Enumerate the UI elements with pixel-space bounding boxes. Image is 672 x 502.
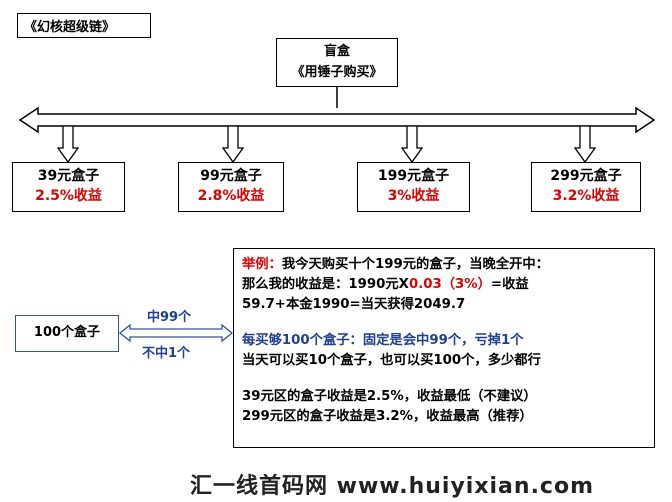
- hit-label: 中99个: [147, 310, 192, 325]
- example-line-3: 59.7+本金1990=当天获得2049.7: [242, 297, 466, 312]
- rate-note-low: 39元区的盒子收益是2.5%，收益最低（不建议）: [242, 389, 537, 404]
- tier-box-3: 199元盒子 3%收益: [357, 162, 470, 212]
- down-arrow-tier-4: [573, 125, 597, 164]
- example-line-2: 那么我的收益是：1990元X0.03（3%）=收益: [242, 277, 529, 292]
- example-label: 举例：: [242, 257, 282, 272]
- tier-box-4: 299元盒子 3.2%收益: [531, 162, 641, 212]
- tier-name: 299元盒子: [550, 168, 622, 184]
- hundred-boxes-box: 100个盒子: [15, 315, 119, 352]
- example-info-box: 举例：我今天购买十个199元的盒子，当晚全开中： 那么我的收益是：1990元X0…: [233, 248, 655, 448]
- tier-rate: 2.5%收益: [35, 188, 102, 204]
- miss-label: 不中1个: [142, 346, 191, 361]
- watermark: 汇一线首码网 www.huiyixian.com: [190, 474, 595, 499]
- horizontal-double-arrow: [18, 106, 656, 134]
- diagram-title: 《幻核超级链》: [17, 13, 151, 38]
- tier-box-2: 99元盒子 2.8%收益: [178, 162, 284, 212]
- down-arrow-tier-1: [56, 125, 80, 164]
- rate-note-high: 299元区的盒子收益是3.2%，收益最高（推荐）: [242, 409, 533, 424]
- left-double-arrow: [118, 323, 234, 343]
- tier-rate: 3%收益: [387, 188, 440, 204]
- example-line-1: 举例：我今天购买十个199元的盒子，当晚全开中：: [242, 257, 549, 272]
- down-arrow-tier-3: [400, 125, 424, 164]
- top-box-blind-box: 盲盒 《用锤子购买》: [276, 38, 398, 87]
- top-box-line1: 盲盒: [323, 44, 350, 59]
- tier-rate: 3.2%收益: [552, 188, 620, 204]
- top-box-line2: 《用锤子购买》: [291, 65, 383, 80]
- tier-name: 99元盒子: [200, 168, 262, 184]
- tier-rate: 2.8%收益: [197, 188, 265, 204]
- tier-box-1: 39元盒子 2.5%收益: [12, 162, 125, 212]
- tier-name: 39元盒子: [37, 168, 100, 184]
- rule-line-2: 当天可以买10个盒子，也可以买100个，多少都行: [242, 353, 541, 368]
- tier-name: 199元盒子: [377, 168, 450, 184]
- rule-line-1: 每买够100个盒子：固定是会中99个，亏掉1个: [242, 333, 524, 348]
- down-arrow-tier-2: [221, 125, 245, 164]
